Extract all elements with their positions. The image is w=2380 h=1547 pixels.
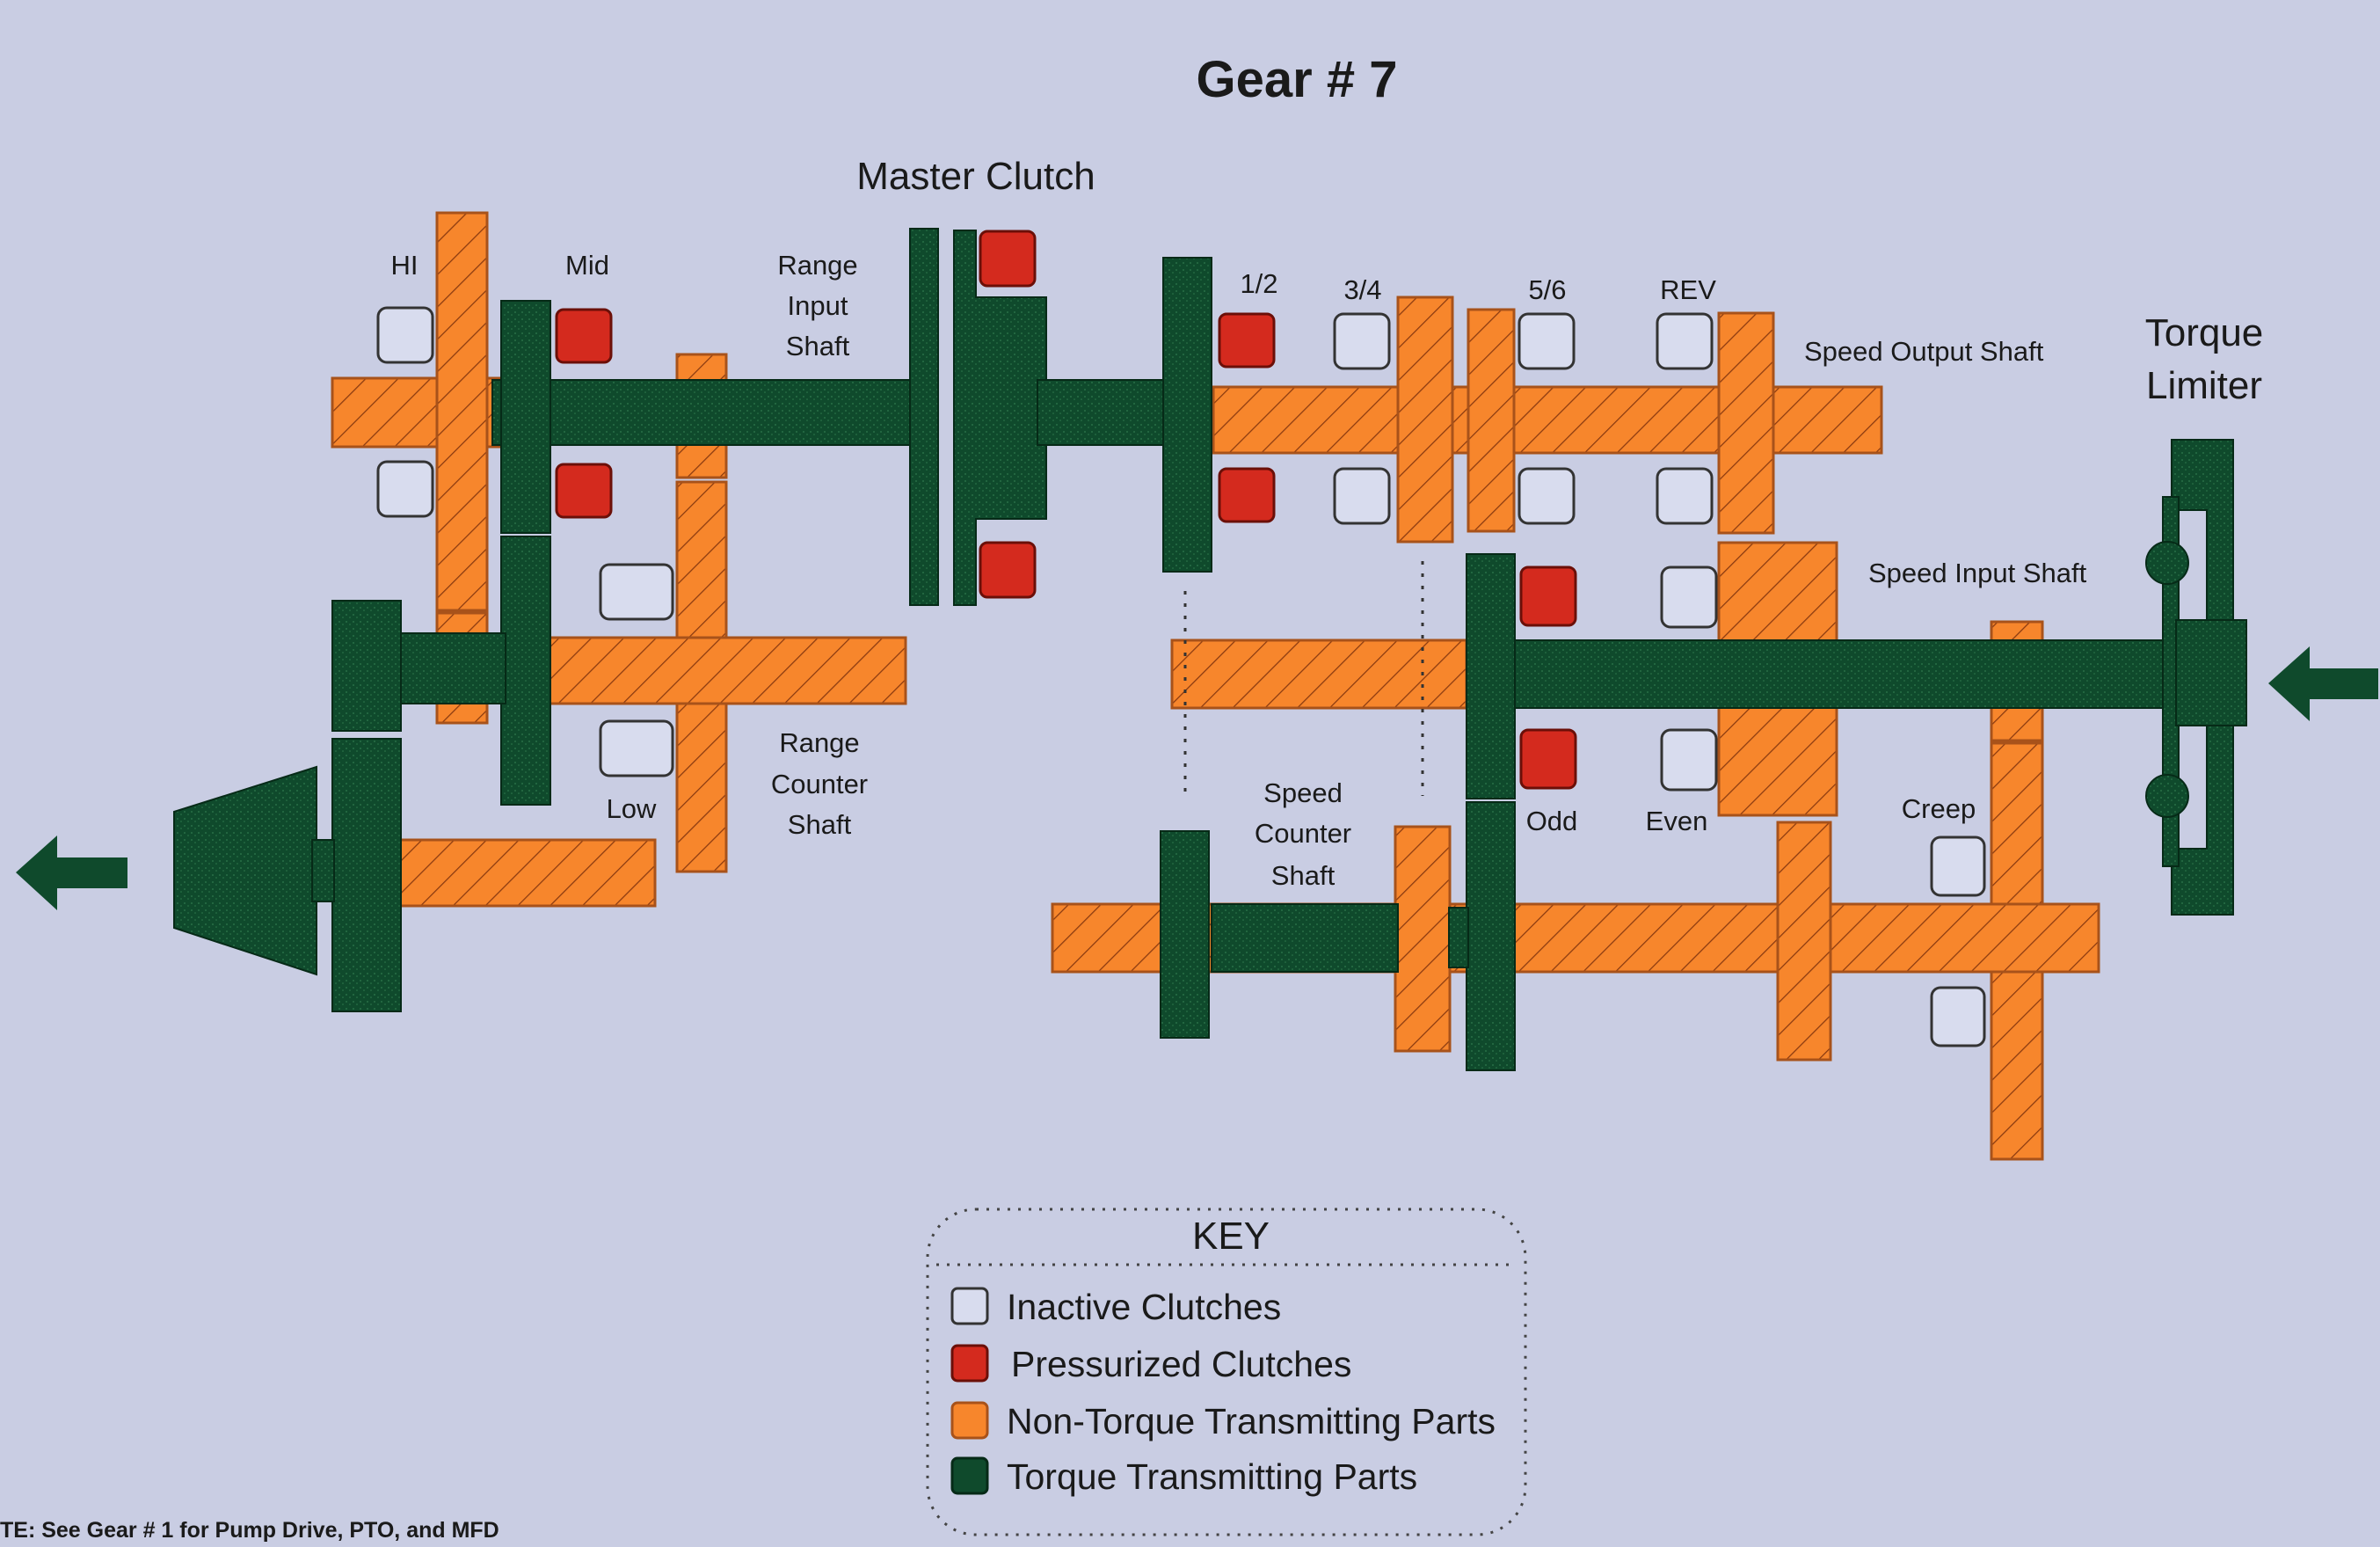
output-arrow-icon [16,836,127,910]
inactive-clutch-5-6-top [1518,312,1576,370]
torque-limiter-hub [2175,619,2247,726]
pressurized-clutch-odd-top [1519,566,1577,627]
master-clutch-label: Master Clutch [856,155,1095,198]
torque-limiter-label-2: Limiter [2146,364,2262,407]
low-label: Low [607,793,657,824]
torque-limiter-label-1: Torque [2145,311,2264,354]
pressurized-clutch-mid-bottom [555,463,613,519]
inactive-clutch-3-4-bottom [1333,467,1391,525]
gear-1-2 [1162,257,1212,573]
labels: Master Clutch HI Mid Low Range Input Sha… [391,155,2264,891]
pressurized-clutch-1-2-bottom [1218,467,1276,523]
mid-gear-upper [500,300,551,534]
input-arrow-icon [2268,646,2378,721]
inactive-clutch-even-bottom [1660,728,1718,792]
inactive-clutch-rev-top [1656,312,1714,370]
torque-limiter-ball-bottom [2145,774,2189,818]
key-legend: KEY Inactive Clutches Pressurized Clutch… [926,1208,1527,1536]
hi-gear-upper [435,211,489,612]
speed-input-shaft-label: Speed Input Shaft [1868,558,2087,588]
inactive-clutch-3-4-top [1333,312,1391,370]
key-heading: KEY [1192,1215,1270,1258]
range-input-shaft-label-1: Range [777,250,857,281]
speed-output-shaft [1212,385,1883,455]
gear-5-6-upper [1467,308,1516,533]
gear-1-2-label: 1/2 [1240,268,1277,299]
inactive-clutch-5-6-bottom [1518,467,1576,525]
speed-counter-gear-1 [1394,825,1452,1053]
range-counter-shaft-label-1: Range [779,727,859,758]
range-counter-shaft [548,636,907,705]
inactive-clutch-low-top [599,563,674,621]
pressurized-clutch-1-2-top [1218,312,1276,369]
inactive-clutch-creep-bottom [1930,986,1986,1047]
pressurized-clutch-master-bottom [979,541,1037,599]
speed-counter-gear-green [1160,830,1210,1039]
range-input-shaft-label-3: Shaft [786,331,850,361]
footer-note: TE: See Gear # 1 for Pump Drive, PTO, an… [0,1518,499,1543]
key-item-inactive: Inactive Clutches [1007,1287,1281,1327]
output-hub [311,839,335,902]
speed-counter-shaft-green [1211,903,1399,973]
key-item-pressurized: Pressurized Clutches [1011,1344,1351,1384]
speed-output-shaft-label: Speed Output Shaft [1804,336,2044,367]
speed-counter-gear-2 [1776,821,1832,1062]
range-counter-shaft-label-2: Counter [771,769,868,799]
range-input-shaft [491,379,915,446]
speed-counter-shaft-label-1: Speed [1263,777,1343,808]
mid-gear-lower [500,536,551,806]
clutches [376,230,1986,1047]
output-gear-lower [331,738,402,1012]
diagram-title: Gear # 7 [1197,51,1398,108]
master-clutch-plate-left [909,228,939,606]
key-item-torque: Torque Transmitting Parts [1007,1456,1417,1497]
inactive-clutch-hi-top [376,306,434,364]
gear-rev-upper [1717,311,1775,535]
inactive-clutch-low-bottom [599,719,674,777]
inactive-clutch-hi-bottom [376,460,434,518]
odd-label: Odd [1526,806,1578,836]
inactive-clutch-creep-top [1930,836,1986,897]
gear-3-4-label: 3/4 [1343,274,1381,305]
even-label: Even [1646,806,1708,836]
output-shaft-orange [398,838,657,908]
gear-5-6-label: 5/6 [1528,274,1566,305]
range-counter-shaft-green [395,632,506,704]
output-cone [173,765,317,976]
odd-gear-lower [1466,801,1516,1071]
mid-label: Mid [565,250,609,281]
master-clutch-plate-right [953,230,1047,606]
pressurized-clutch-odd-bottom [1519,728,1577,790]
hi-label: HI [391,250,419,281]
key-swatch-torque [950,1456,989,1495]
range-counter-shaft-label-3: Shaft [788,809,852,840]
pressurized-clutch-master-top [979,230,1037,288]
creep-label: Creep [1902,793,1976,824]
speed-counter-shaft-label-3: Shaft [1271,860,1336,891]
torque-limiter-ball-top [2145,541,2189,585]
pressurized-clutch-mid-top [555,308,613,364]
torque-parts [173,228,2247,1071]
inactive-clutch-rev-bottom [1656,467,1714,525]
speed-input-shaft-left [1170,639,1468,710]
speed-counter-link [1448,907,1469,968]
gear-rev-label: REV [1660,274,1716,305]
key-swatch-non-torque [950,1401,989,1440]
inactive-clutch-even-top [1660,566,1718,629]
guide-lines [1183,561,1424,796]
odd-gear-upper [1466,553,1516,799]
key-swatch-pressurized [950,1344,989,1383]
speed-input-shaft [1511,639,2186,709]
key-border [926,1208,1527,1536]
range-input-shaft-label-2: Input [788,290,848,321]
master-clutch-shaft [1037,379,1166,446]
output-gear-upper [331,600,402,732]
gear-3-4-upper [1396,296,1454,544]
key-swatch-inactive [950,1287,989,1325]
key-item-non-torque: Non-Torque Transmitting Parts [1007,1401,1496,1441]
speed-counter-shaft-label-2: Counter [1255,818,1351,849]
